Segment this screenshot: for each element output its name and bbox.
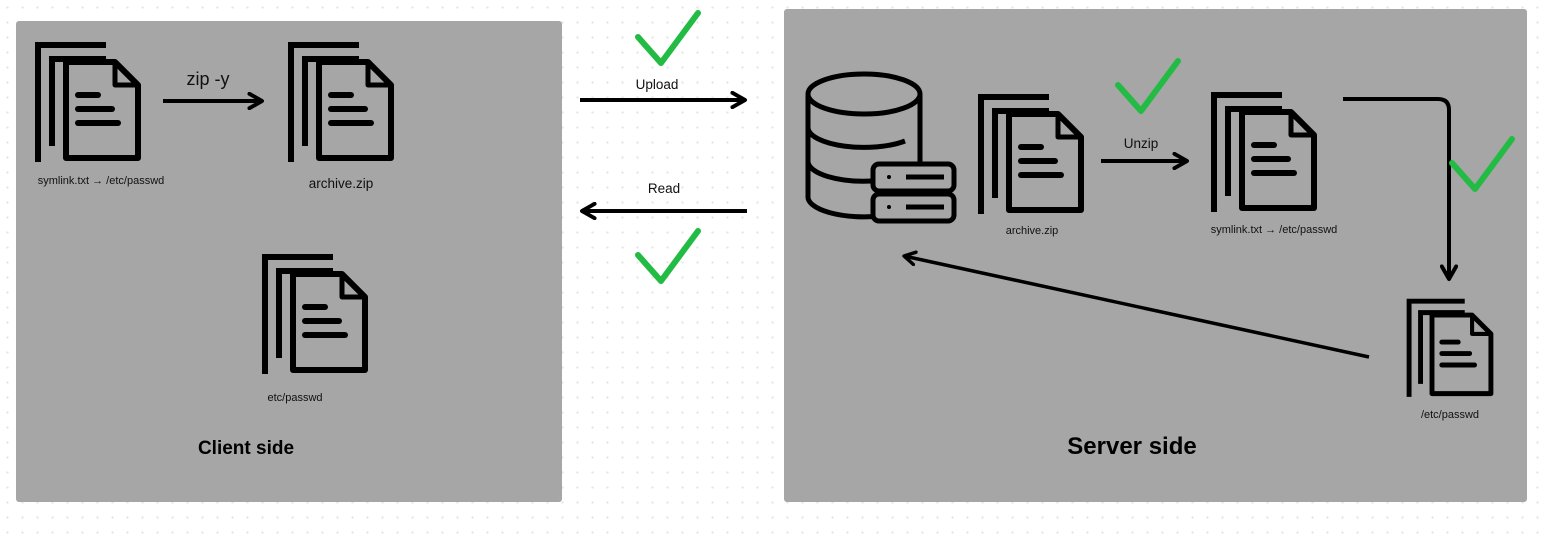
symlink-file-icon [35, 42, 141, 162]
read-checkmark-icon [635, 228, 701, 284]
client-side-title: Client side [197, 438, 295, 459]
upload-label: Upload [635, 77, 679, 92]
upload-checkmark-icon [635, 10, 701, 66]
archive-file-icon [288, 42, 394, 162]
server-side-title: Server side [1067, 433, 1197, 460]
client-passwd-label: etc/passwd [267, 392, 323, 404]
client-symlink-label: symlink.txt → /etc/passwd [37, 175, 165, 187]
server-symlink-label: symlink.txt → /etc/passwd [1210, 224, 1338, 236]
resolve-symlink-arrow [1343, 97, 1449, 279]
zip-command-label: zip -y [186, 69, 230, 89]
passwd-file-icon [262, 254, 368, 374]
server-symlink-file-icon [1211, 92, 1317, 212]
server-passwd-label: /etc/passwd [1420, 409, 1480, 421]
server-archive-label: archive.zip [1005, 225, 1059, 237]
unzip-label: Unzip [1123, 136, 1159, 151]
symlink-checkmark-icon [1449, 136, 1515, 192]
server-archive-file-icon [978, 94, 1084, 214]
unzip-checkmark-icon [1115, 58, 1181, 114]
client-archive-label: archive.zip [308, 176, 374, 191]
server-passwd-file-icon [1406, 298, 1494, 397]
read-back-arrow [904, 256, 1370, 359]
database-server-icon [805, 71, 957, 224]
read-label: Read [647, 181, 681, 196]
